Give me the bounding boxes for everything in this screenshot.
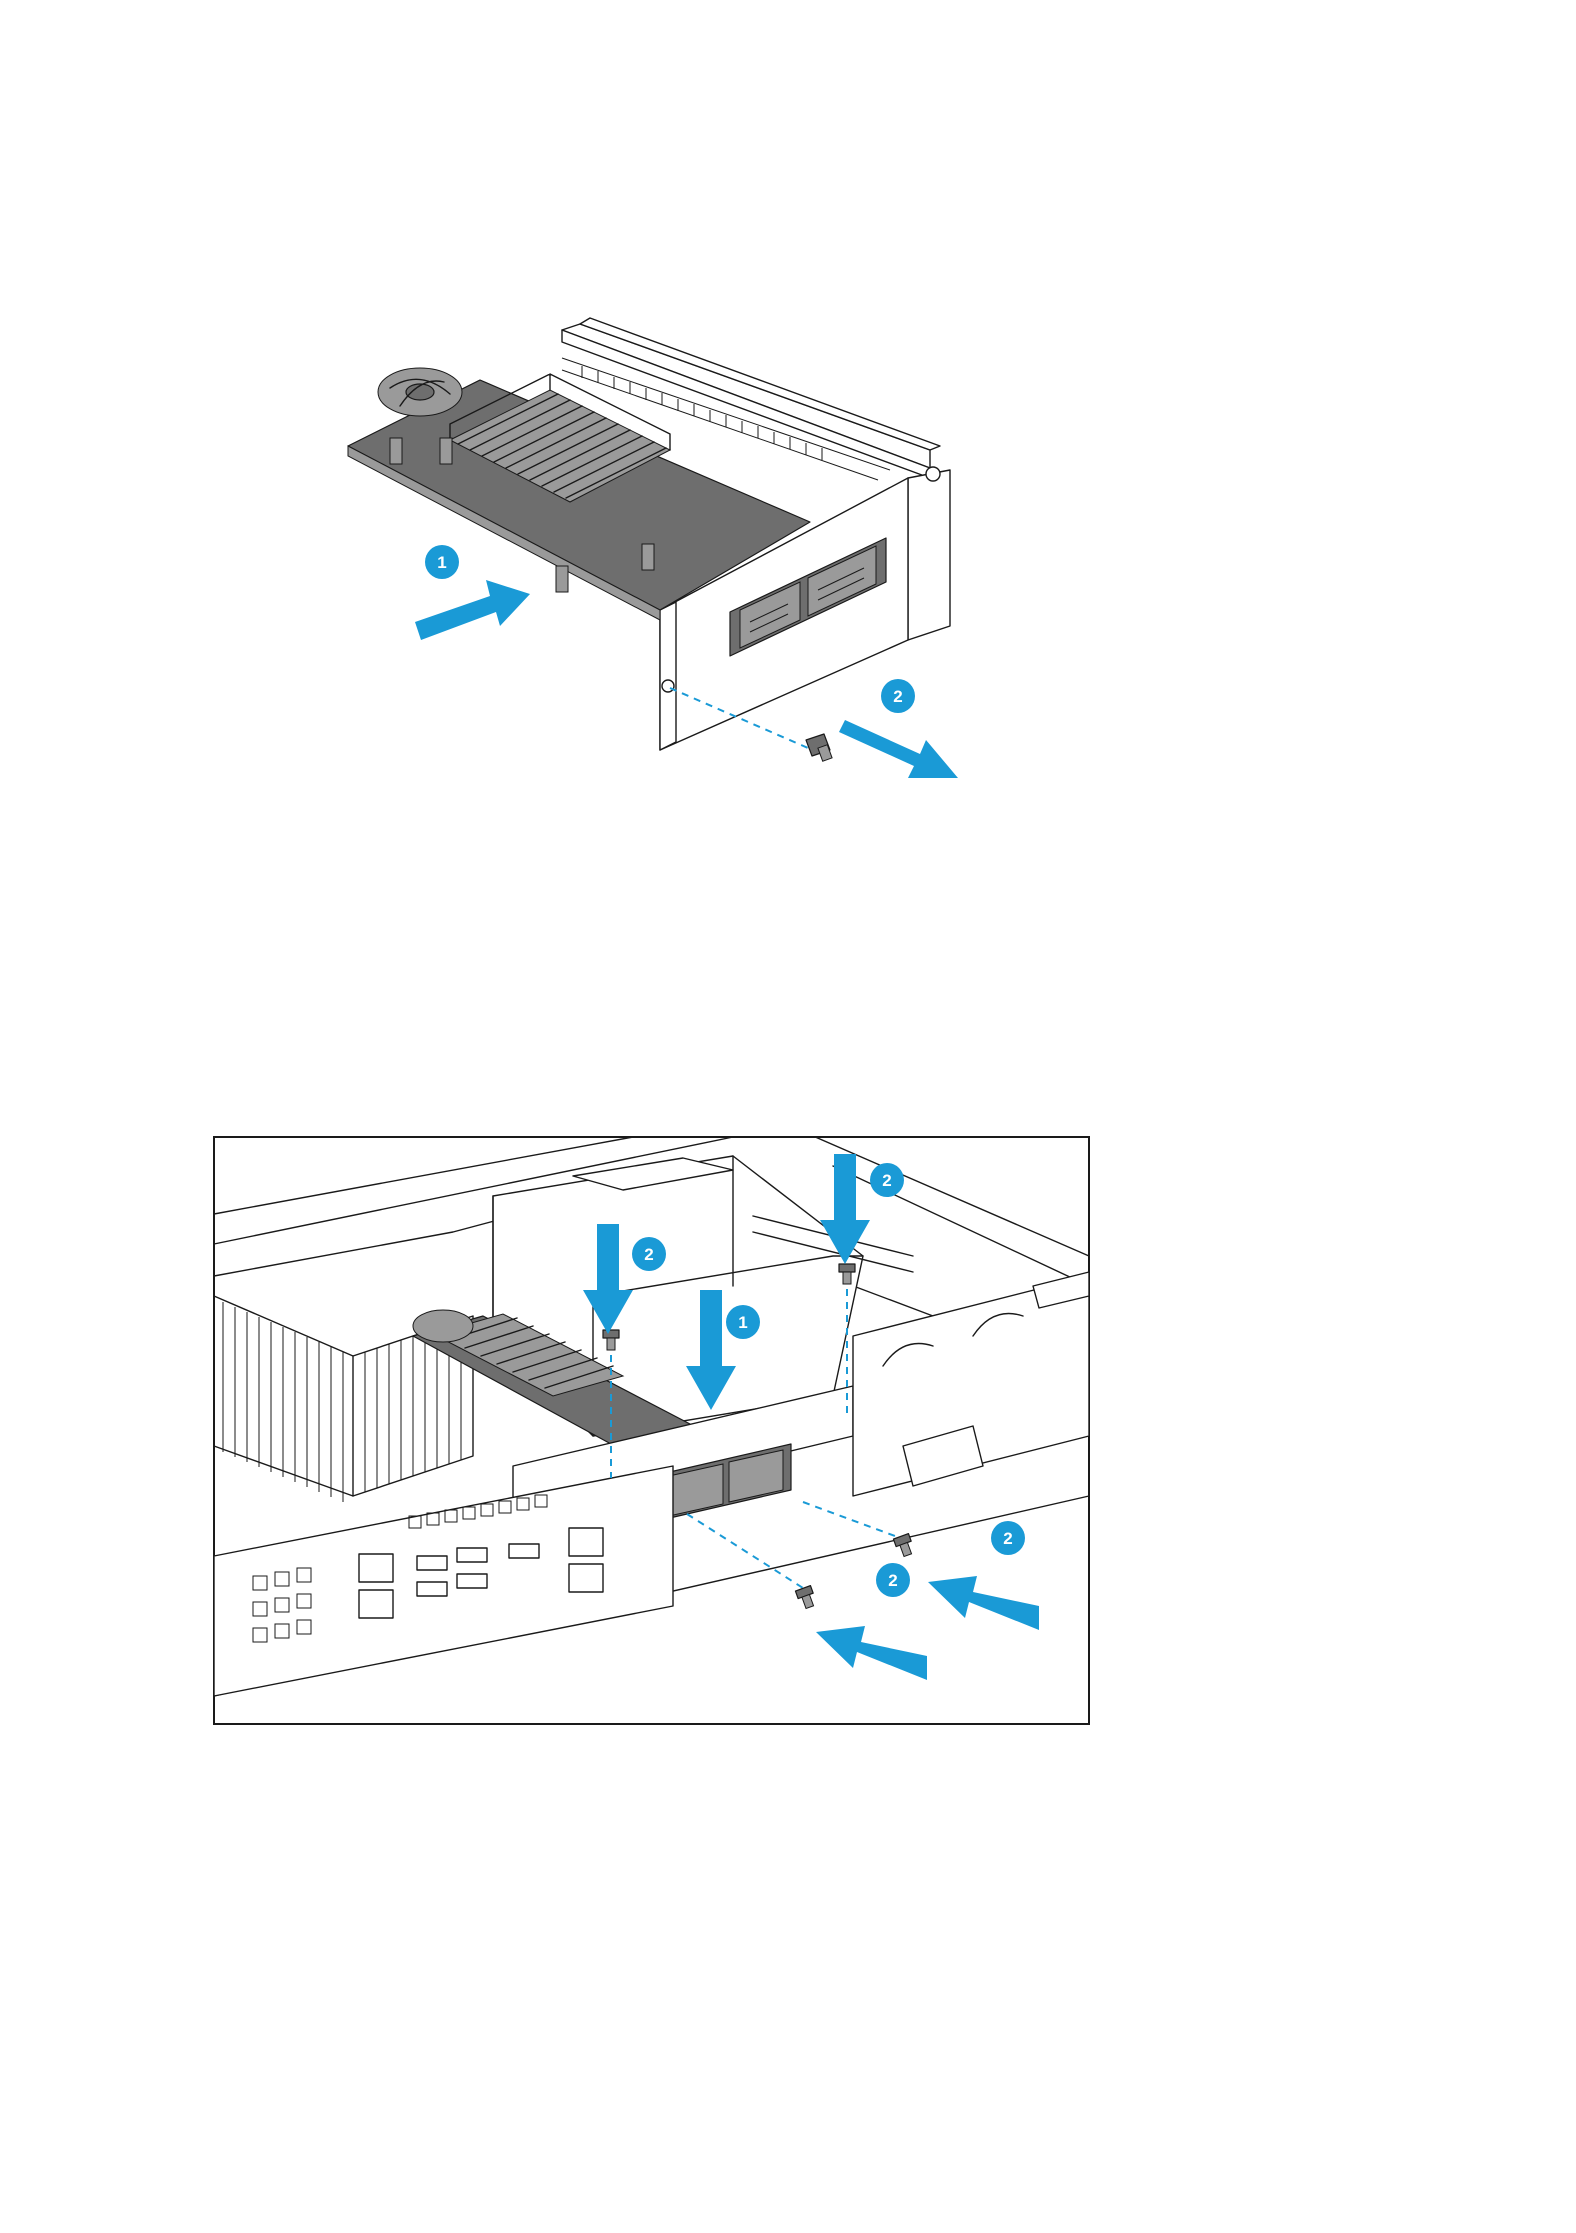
figure-1-install-card-in-bracket: 1 2	[330, 310, 980, 790]
callout-badge-1: 1	[425, 545, 459, 579]
bracket-rear-flange	[580, 318, 940, 450]
rj45-port	[359, 1590, 393, 1618]
figure-2-install-into-chassis: 2 2 1 2 2	[213, 1136, 1090, 1725]
bracket-front-plate-edge	[660, 602, 676, 750]
bracket-screw-hole	[662, 680, 674, 692]
callout-badge-2d: 2	[876, 1563, 910, 1597]
figure-1-illustration: 1 2	[330, 310, 980, 790]
callout-badge-2: 2	[881, 679, 915, 713]
bracket-side-plate	[908, 470, 950, 640]
figure-2-illustration: 2 2 1 2 2	[213, 1136, 1090, 1725]
rj45-port	[569, 1564, 603, 1592]
callout-badge-1: 1	[726, 1305, 760, 1339]
bracket-mount-hole	[926, 467, 940, 481]
callout-badge-2a: 2	[632, 1237, 666, 1271]
rj45-port	[359, 1554, 393, 1582]
callout-label: 2	[893, 687, 902, 706]
callout-label: 2	[1003, 1529, 1012, 1548]
fan	[378, 368, 462, 416]
callout-label: 2	[644, 1245, 653, 1264]
callout-label: 2	[882, 1171, 891, 1190]
callout-label: 1	[738, 1313, 747, 1332]
callout-badge-2b: 2	[870, 1163, 904, 1197]
callout-label: 1	[437, 553, 446, 572]
callout-label: 2	[888, 1571, 897, 1590]
arrow-step-1	[415, 580, 530, 640]
callout-badge-2c: 2	[991, 1521, 1025, 1555]
arrow-step-2	[839, 720, 958, 778]
rj45-port	[569, 1528, 603, 1556]
screw	[806, 734, 832, 761]
